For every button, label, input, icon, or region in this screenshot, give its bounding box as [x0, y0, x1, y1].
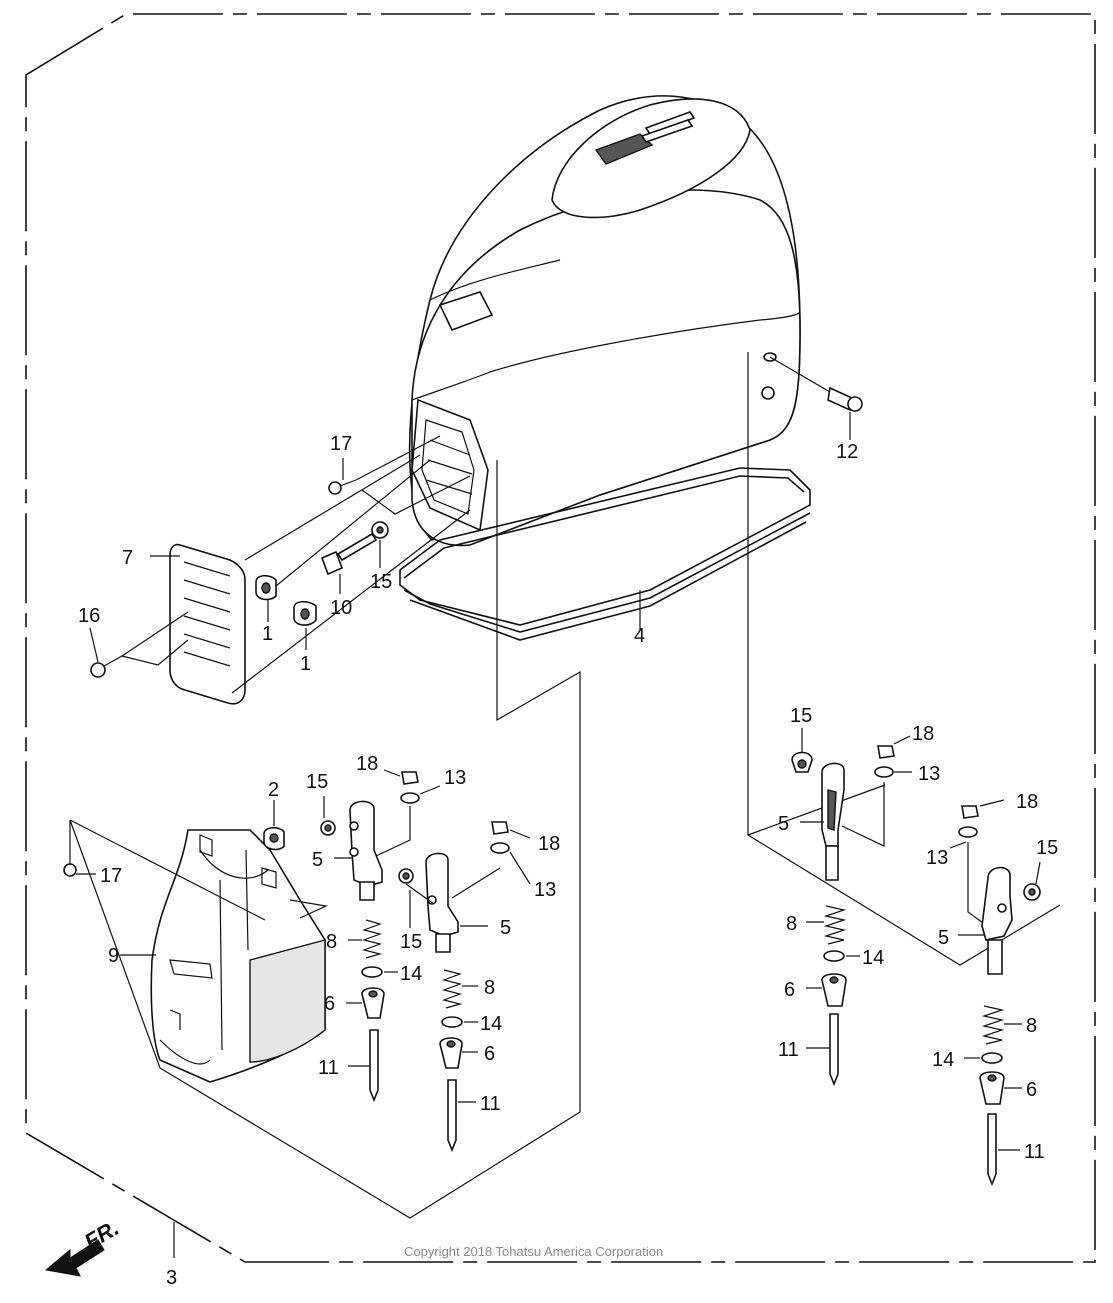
callout-8: 8 [786, 913, 797, 935]
callout-13: 13 [444, 767, 466, 789]
callout-7: 7 [122, 547, 133, 569]
grille-align-2 [231, 509, 471, 694]
callout-15: 15 [790, 705, 812, 727]
callout-8: 8 [326, 931, 337, 953]
callout-14: 14 [932, 1049, 954, 1071]
callout-12: 12 [836, 441, 858, 463]
callout-18: 18 [912, 723, 934, 745]
callout-15: 15 [306, 771, 328, 793]
engine-cover [408, 95, 801, 547]
callout-11: 11 [318, 1057, 339, 1079]
callout-11: 11 [1024, 1141, 1045, 1163]
copyright-notice: Copyright 2018 Tohatsu America Corporati… [404, 1244, 663, 1259]
callout-6: 6 [784, 979, 795, 1001]
sub-boundary-left [69, 460, 581, 1219]
callout-2: 2 [268, 779, 279, 801]
callout-labels: 1 1 2 3 4 5 5 5 5 6 6 6 6 7 8 8 8 8 9 10… [78, 433, 1058, 1289]
callout-6: 6 [1026, 1079, 1037, 1101]
callout-5: 5 [778, 813, 789, 835]
callout-14: 14 [480, 1013, 502, 1035]
shroud-align [69, 819, 266, 921]
callout-10: 10 [330, 597, 352, 619]
latch-group-left-a [320, 769, 441, 1103]
grommet-2 [263, 800, 285, 851]
assembly-boundary [25, 13, 1096, 1263]
bolt-12 [769, 356, 863, 440]
inner-shroud [150, 829, 329, 1083]
screw-16 [89, 611, 189, 678]
latch-group-right-a [791, 728, 912, 1087]
sub-boundary-right-inner [747, 784, 886, 836]
callout-5: 5 [312, 849, 323, 871]
callout-18: 18 [1016, 791, 1038, 813]
grommet-1b [293, 600, 317, 650]
callout-17: 17 [100, 865, 122, 887]
callout-13: 13 [534, 879, 556, 901]
washer-15-front [371, 521, 389, 568]
screw-17-left [63, 820, 96, 877]
callout-16: 16 [78, 605, 100, 627]
callout-11: 11 [480, 1093, 501, 1115]
intake-grille [169, 543, 246, 705]
callout-9: 9 [108, 945, 119, 967]
callout-13: 13 [926, 847, 948, 869]
callout-17: 17 [330, 433, 352, 455]
callout-15: 15 [370, 571, 392, 593]
latch-group-right-b [949, 799, 1041, 1187]
screw-17-top [328, 435, 471, 515]
callout-1: 1 [262, 623, 273, 645]
cover-seal [399, 467, 811, 641]
callout-8: 8 [1026, 1015, 1037, 1037]
vent-slots [640, 111, 696, 143]
callout-5: 5 [938, 927, 949, 949]
grommet-1a [255, 459, 431, 622]
front-direction-arrow: FR. [44, 1215, 123, 1277]
callout-15: 15 [400, 931, 422, 953]
callout-6: 6 [484, 1043, 495, 1065]
grille-align-1 [244, 454, 421, 561]
callout-18: 18 [538, 833, 560, 855]
callout-18: 18 [356, 753, 378, 775]
callout-11: 11 [778, 1039, 799, 1061]
callout-14: 14 [400, 963, 422, 985]
bolt-10 [320, 532, 378, 594]
callout-8: 8 [484, 977, 495, 999]
callout-1: 1 [300, 653, 311, 675]
callout-4: 4 [634, 625, 645, 647]
sub-boundary-right [747, 352, 1061, 966]
callout-3: 3 [166, 1267, 177, 1289]
callout-13: 13 [918, 763, 940, 785]
callout-14: 14 [862, 947, 884, 969]
callout-15: 15 [1036, 837, 1058, 859]
callout-5: 5 [500, 917, 511, 939]
latch-group-left-b [398, 821, 531, 1153]
callout-6: 6 [324, 993, 335, 1015]
